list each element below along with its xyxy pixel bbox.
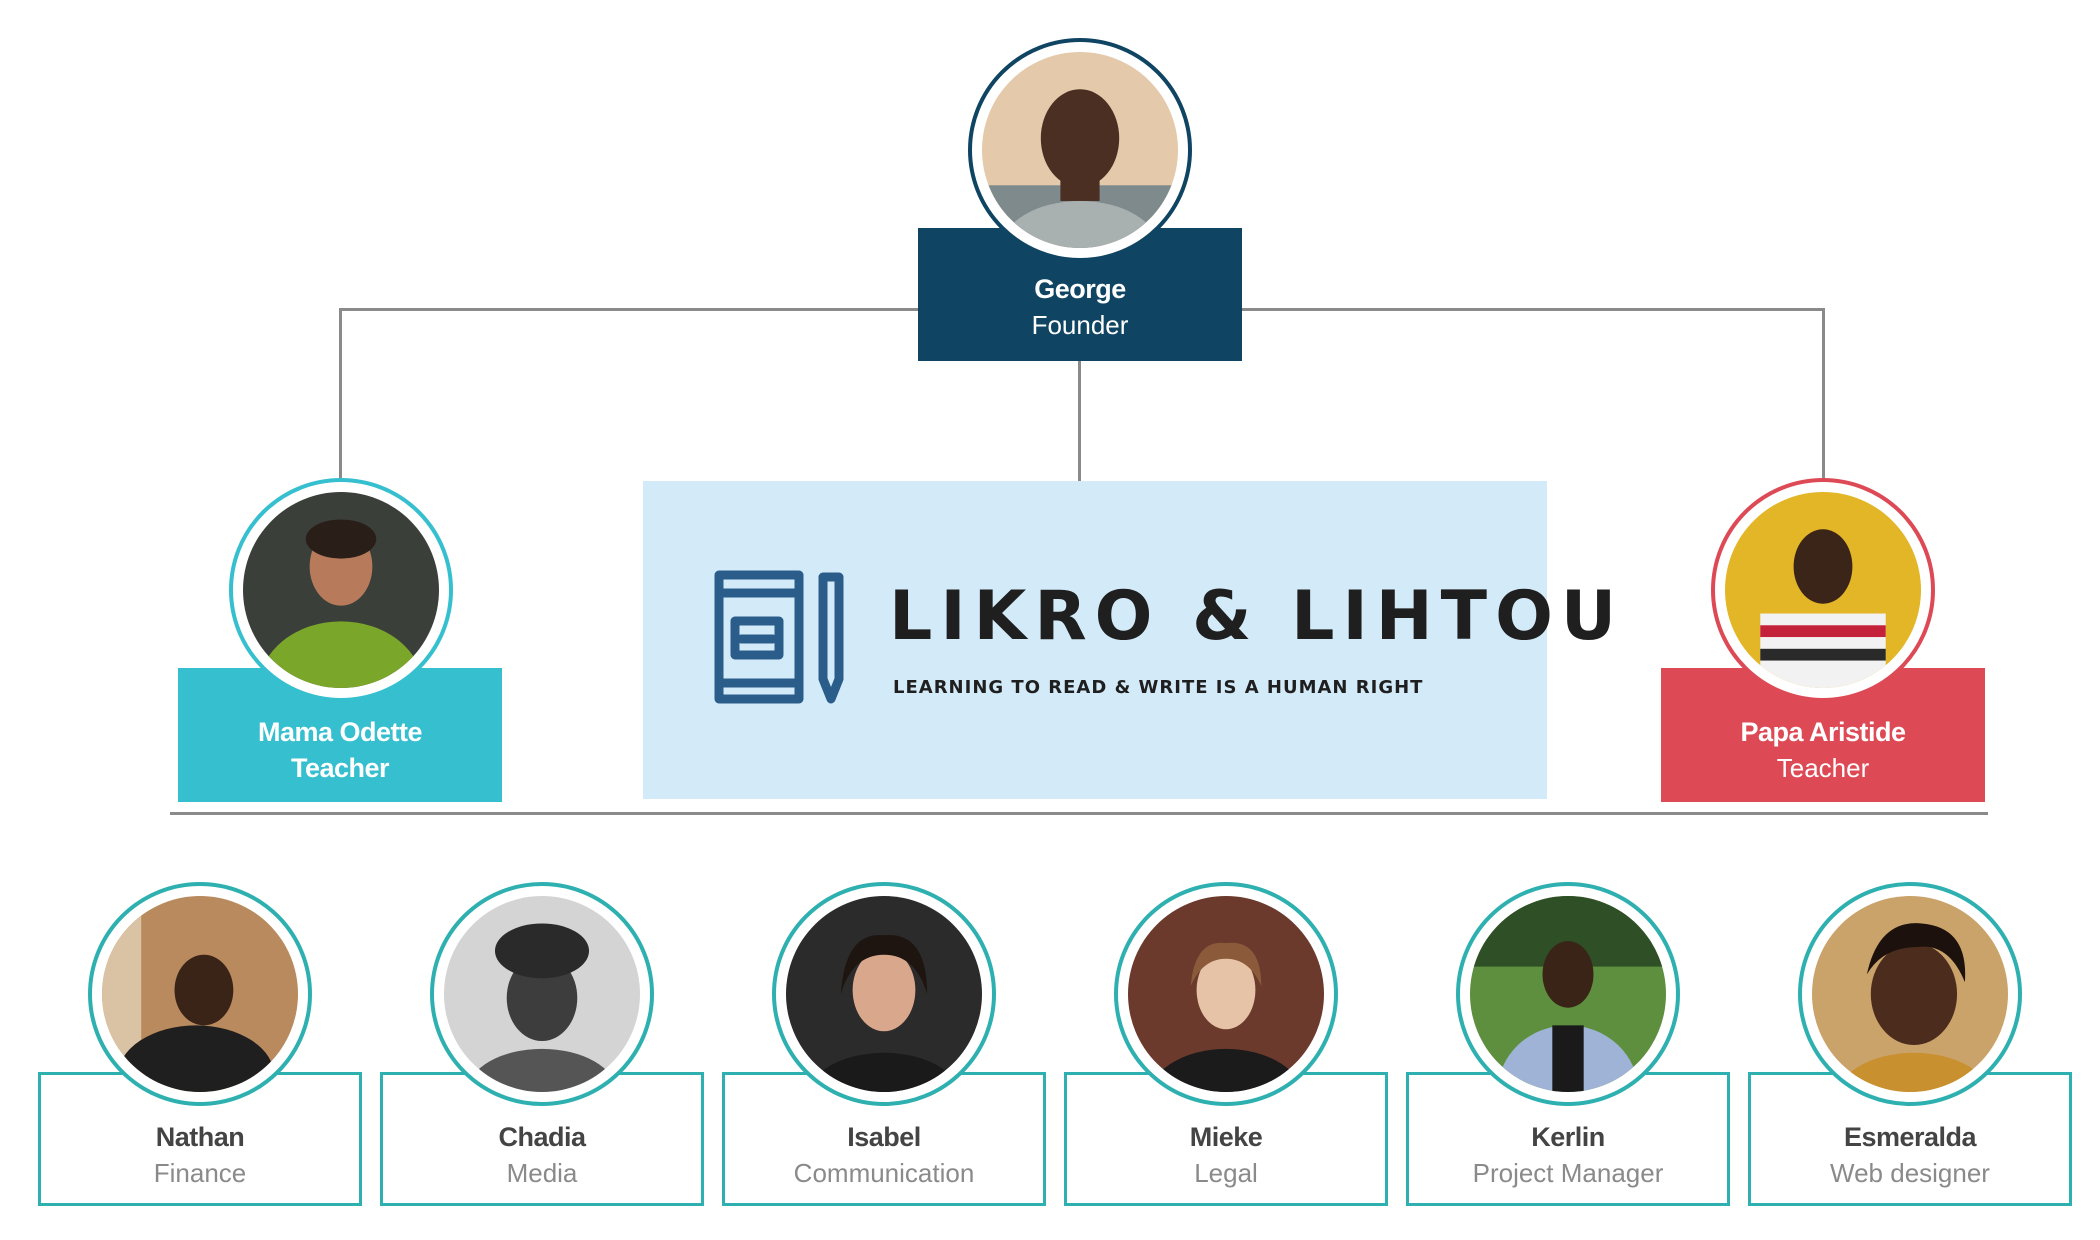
team-avatar [1114,882,1338,1106]
person-photo-icon [786,896,982,1092]
team-role: Web designer [1830,1158,1990,1188]
person-photo-icon [1128,896,1324,1092]
team-role: Legal [1194,1158,1258,1188]
teacher-left-avatar [229,478,453,702]
connector-team-line [170,812,1988,815]
teacher-left-name: Mama Odette [257,717,423,747]
teacher-left-role: Teacher [290,753,390,783]
team-role: Media [506,1158,578,1188]
team-role: Finance [153,1158,247,1188]
logo-title: LIKRO & LIHTOU [889,577,1625,656]
team-avatar [1798,882,2022,1106]
teacher-right-avatar [1711,478,1935,702]
person-photo-icon [243,492,439,688]
connector-right-drop [1822,308,1825,480]
teacher-right-name: Papa Aristide [1740,717,1906,747]
team-avatar [772,882,996,1106]
logo-panel: LIKRO & LIHTOU LEARNING TO READ & WRITE … [643,481,1616,799]
founder-role: Founder [1031,310,1129,340]
person-photo-icon [102,896,298,1092]
founder-avatar [968,38,1192,262]
person-photo-icon [982,52,1178,248]
person-photo-icon [1812,896,2008,1092]
team-card: Esmeralda Web designer [1748,1072,2072,1206]
person-photo-icon [444,896,640,1092]
team-name: Esmeralda [1843,1122,1977,1152]
team-name: Nathan [155,1122,245,1152]
teacher-right-role: Teacher [1776,753,1870,783]
logo-tagline: LEARNING TO READ & WRITE IS A HUMAN RIGH… [893,677,1424,698]
team-role: Project Manager [1472,1158,1664,1188]
notebook-pencil-icon [714,570,844,704]
team-avatar [88,882,312,1106]
team-avatar [1456,882,1680,1106]
person-photo-icon [1470,896,1666,1092]
connector-left-drop [339,308,342,480]
connector-center-drop [1078,360,1081,481]
team-name: Kerlin [1531,1122,1605,1152]
founder-name: George [1034,274,1126,304]
team-name: Isabel [847,1122,921,1152]
team-card: Chadia Media [380,1072,704,1206]
team-name: Mieke [1189,1122,1263,1152]
team-role: Communication [793,1158,975,1188]
person-photo-icon [1725,492,1921,688]
team-name: Chadia [498,1122,586,1152]
team-avatar [430,882,654,1106]
